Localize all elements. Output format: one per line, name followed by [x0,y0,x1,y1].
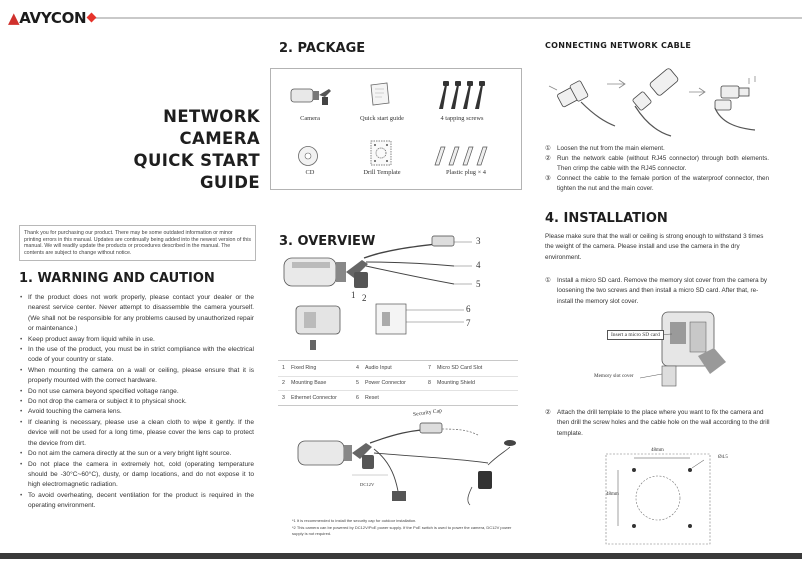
intro-notice: Thank you for purchasing our product. Th… [19,225,256,262]
list-item: Do not use camera beyond specified volta… [20,387,254,398]
list-item: In the use of the product, you must be i… [20,345,254,366]
list-item: Do not place the camera in extremely hot… [20,460,254,491]
cd-icon [298,146,318,166]
wiring-diagram [297,422,516,506]
header-divider [88,17,802,19]
list-item: If cleaning is necessary, please use a c… [20,418,254,449]
guide-icon [370,82,390,106]
package-item-label: 4 tapping screws [440,115,484,122]
overview-notes: *1 It is recommended to install the secu… [292,518,512,536]
installation-intro: Please make sure that the wall or ceilin… [545,233,764,261]
callout-2: 2 [362,293,367,303]
note-1: *1 It is recommended to install the secu… [292,518,417,523]
callout-6: 6 [466,304,471,314]
list-item: To avoid overheating, decent ventilation… [20,491,254,512]
overview-heading: 3. OVERVIEW [279,234,376,249]
screws-icon [439,81,485,109]
package-item-label: Drill Template [363,169,401,176]
callout-1: 1 [351,290,356,300]
warning-heading: 1. WARNING AND CAUTION [19,271,215,286]
package-heading: 2. PACKAGE [279,41,366,56]
callout-7: 7 [466,318,471,328]
brand-mark-icon: ▲ [8,9,20,27]
package-item-label: Plastic plug × 4 [446,169,486,176]
package-item-label: Quick start guide [359,115,404,122]
list-item: Avoid touching the camera lens. [20,407,254,418]
note-2: *2 This camera can be powered by DC12V/P… [292,525,512,536]
document-title: NETWORK CAMERA QUICK START GUIDE [90,106,260,194]
package-item-label: CD [305,169,315,176]
power-label: DC12V [360,482,375,487]
memory-slot-cover-label: Memory slot cover [594,373,634,379]
camera-icon [290,88,331,105]
package-contents: Camera Quick start guide 4 tapping screw… [270,68,522,190]
dimension-horizontal: 48mm [651,448,664,453]
callout-3: 3 [476,236,481,246]
sd-card-label: Insert a micro SD card [607,330,664,340]
plastic-plugs-icon [434,146,488,166]
network-heading: CONNECTING NETWORK CABLE [545,41,692,50]
camera-overview-diagram [283,235,472,350]
title-line-2: QUICK START GUIDE [133,151,260,192]
hole-diameter: Ø4.5 [718,455,728,460]
footer-bar [0,553,802,559]
list-item: When mounting the camera on a wall or ce… [20,366,254,387]
drill-template-diagram [605,453,711,545]
drill-template-icon [370,140,392,166]
brand-logo: ▲AVYCON [8,9,87,27]
list-item: If the product does not work properly, p… [20,293,254,335]
network-cable-diagram [548,68,756,137]
list-item: Keep product away from liquid while in u… [20,335,254,346]
package-item-label: Camera [300,115,320,122]
brand-name: AVYCON [19,9,87,27]
list-item: Do not aim the camera directly at the su… [20,449,254,460]
callout-5: 5 [476,279,481,289]
callout-4: 4 [476,260,481,270]
installation-heading: 4. INSTALLATION [545,211,668,226]
sd-card-diagram [637,311,726,387]
list-item: Do not drop the camera or subject it to … [20,397,254,408]
title-line-1: NETWORK CAMERA [163,107,260,148]
warning-list: If the product does not work properly, p… [20,293,254,512]
dimension-vertical: 48mm [606,492,619,497]
